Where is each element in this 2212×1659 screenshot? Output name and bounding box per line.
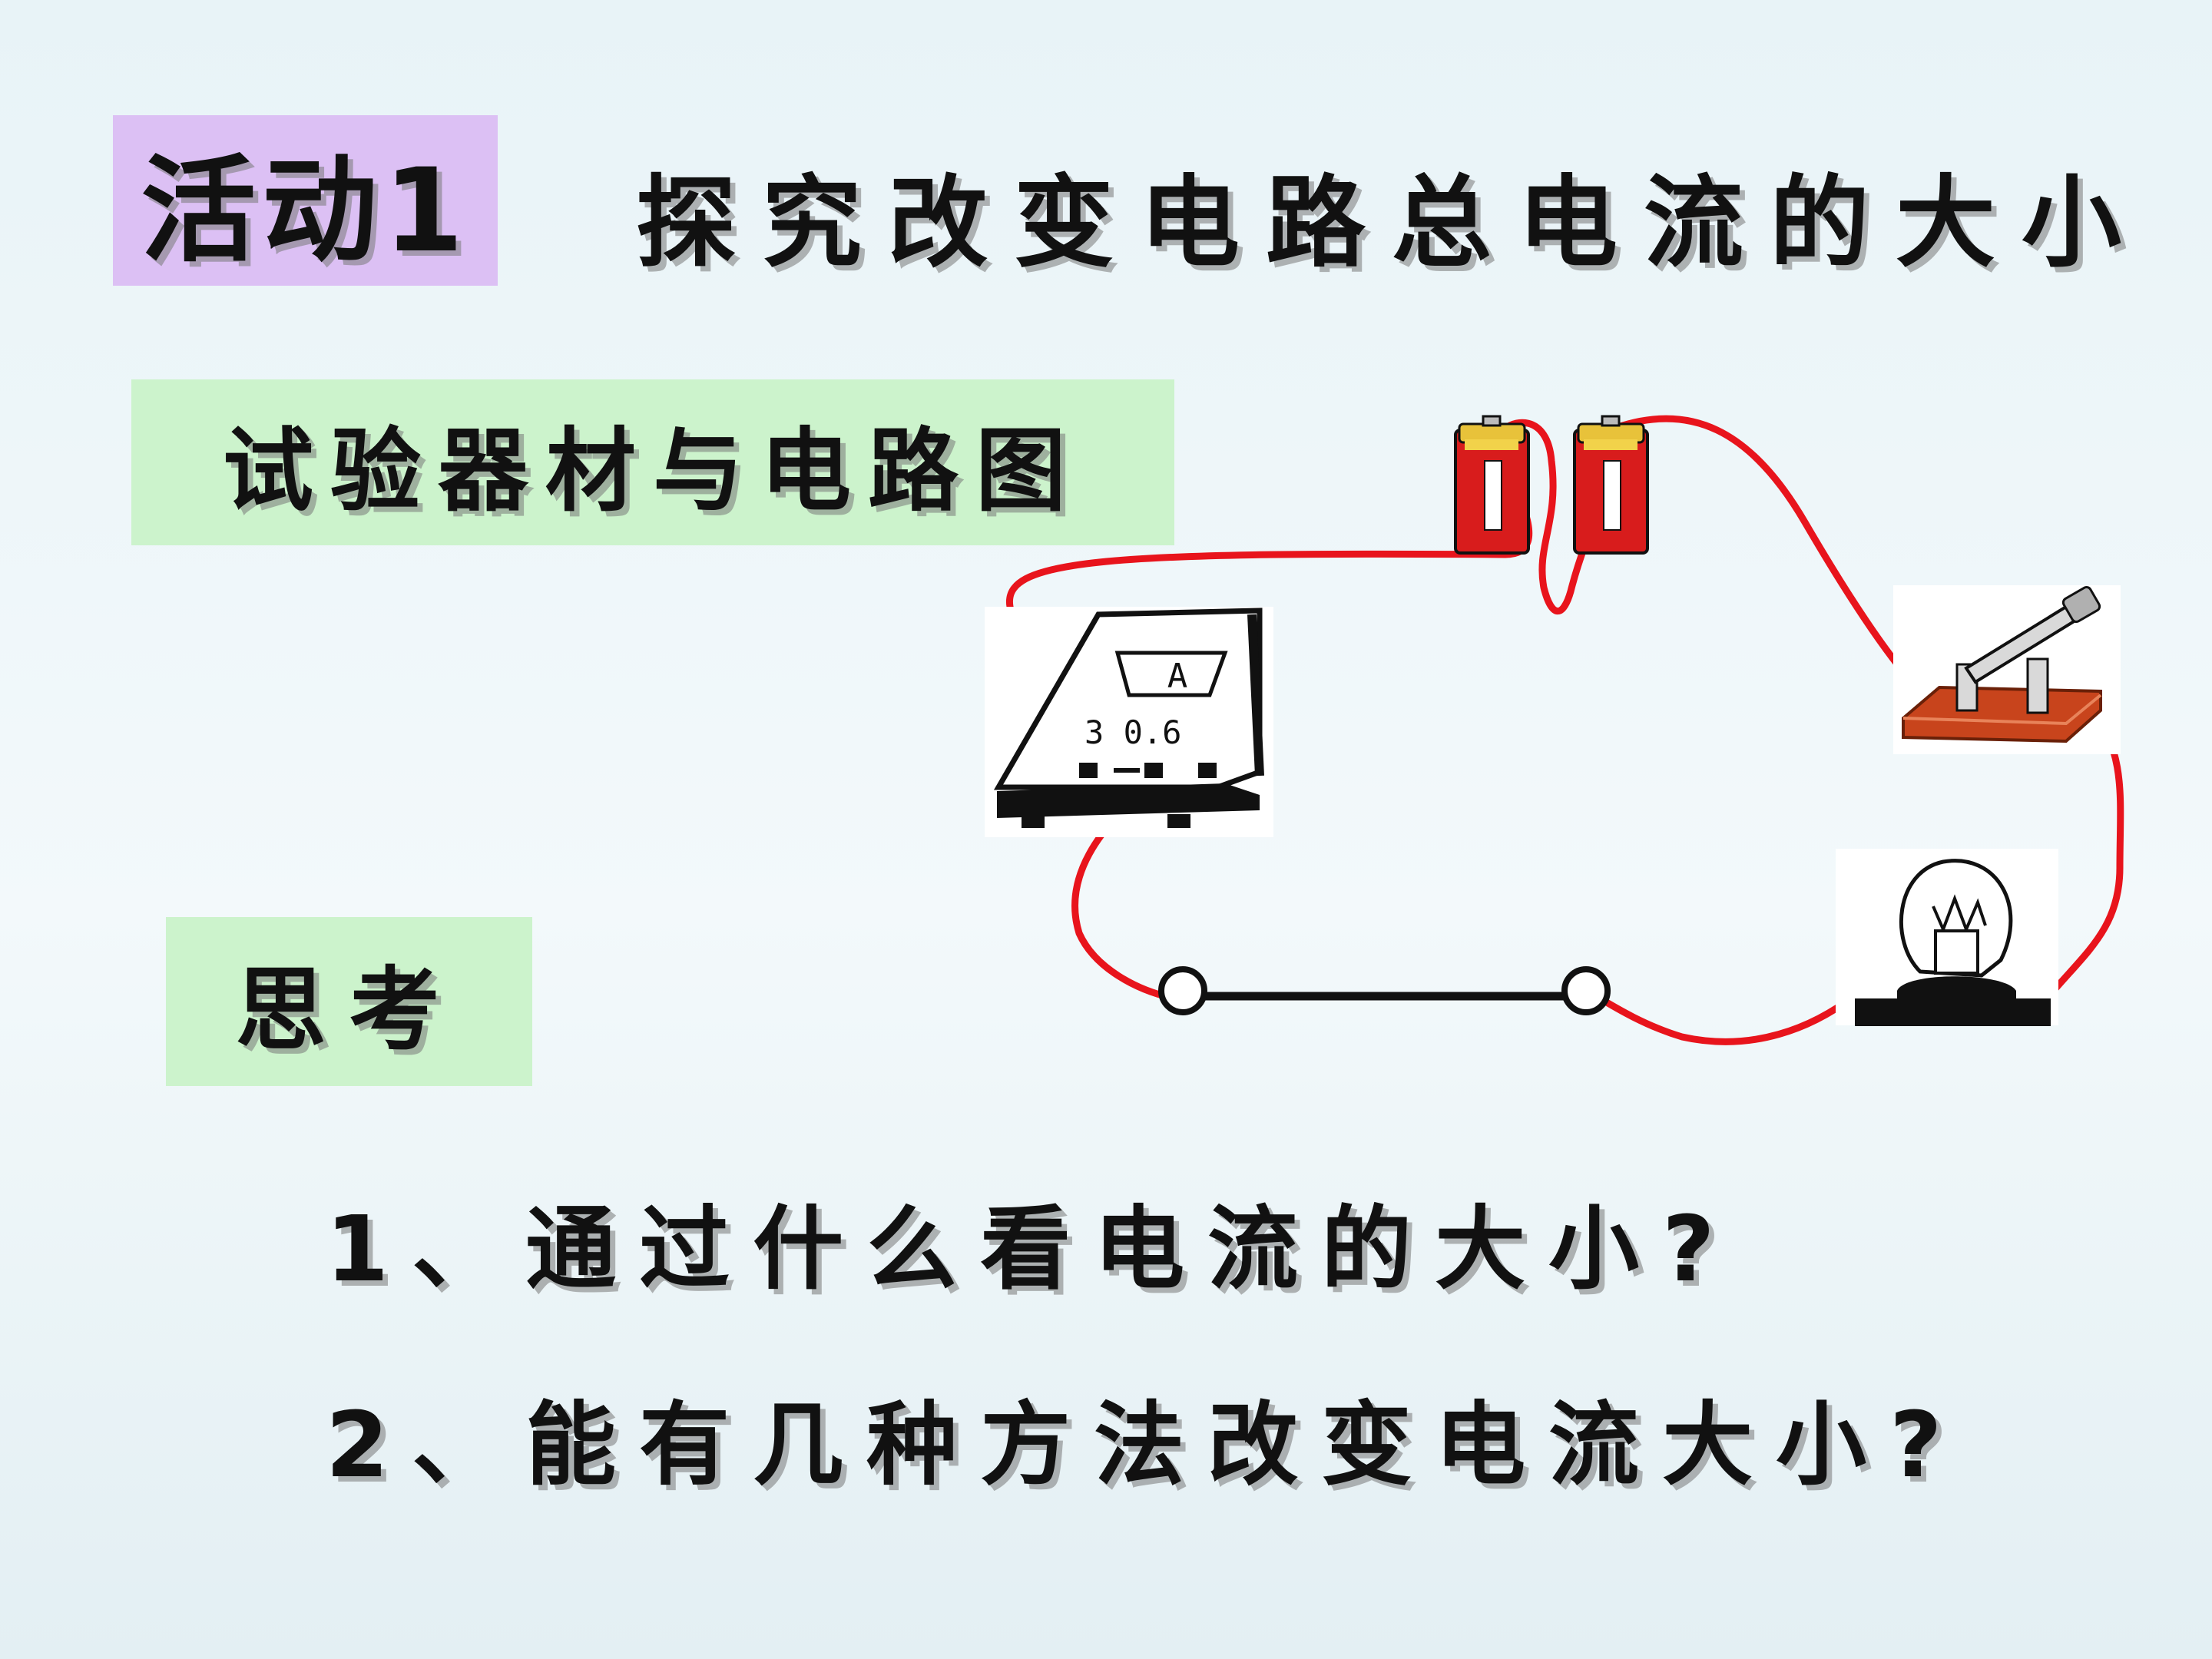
switch-icon[interactable] — [1893, 585, 2121, 754]
wire-battery-switch — [1605, 415, 1928, 699]
terminal-icon[interactable] — [1158, 966, 1207, 1015]
battery-icon — [1573, 415, 1649, 555]
ammeter-side — [1247, 614, 1264, 777]
ammeter-terminal-06[interactable] — [1198, 763, 1217, 778]
page-title: 探究改变电路总电流的大小 — [636, 164, 2148, 281]
materials-label-box: 试验器材与电路图 — [131, 379, 1174, 545]
activity-label: 活动1 — [141, 144, 470, 278]
terminal-bar — [1158, 966, 1611, 1015]
wire-bulb-terminal — [1590, 988, 1863, 1045]
bulb-base — [1855, 998, 2051, 1026]
ammeter-foot — [1022, 814, 1045, 828]
switch-post — [2026, 657, 2049, 714]
think-label-box: 思考 — [166, 917, 532, 1086]
ammeter-terminal-negative[interactable] — [1079, 763, 1098, 778]
switch-base-edge — [1902, 694, 2102, 726]
ammeter-base — [997, 783, 1260, 818]
ammeter-terminal-3[interactable] — [1144, 763, 1163, 778]
bulb-neck — [1934, 929, 1979, 975]
ammeter-foot — [1167, 814, 1190, 828]
battery-icon — [1454, 415, 1530, 555]
ammeter-scale-labels: 3 0.6 — [1084, 714, 1181, 751]
bulb-filament — [1932, 894, 1987, 934]
bulb-glass — [1899, 859, 2013, 978]
bulb-icon — [1836, 849, 2058, 1026]
question-1: 1、通过什么看电流的大小? — [326, 1196, 1738, 1302]
question-2: 2、能有几种方法改变电流大小? — [326, 1392, 1965, 1498]
think-label: 思考 — [235, 956, 463, 1063]
switch-handle[interactable] — [2061, 585, 2101, 624]
ammeter-icon[interactable]: A 3 0.6 — [985, 607, 1273, 837]
bulb-socket — [1897, 976, 2016, 998]
ammeter-unit-label: A — [1167, 657, 1188, 696]
materials-label: 试验器材与电路图 — [222, 417, 1083, 524]
ammeter-terminal-divider — [1114, 768, 1140, 773]
wire-battery-bridge — [1490, 419, 1598, 615]
activity-label-box: 活动1 — [113, 115, 498, 286]
terminal-icon[interactable] — [1561, 966, 1611, 1015]
switch-base — [1902, 685, 2102, 743]
ammeter-dial — [1114, 651, 1228, 697]
